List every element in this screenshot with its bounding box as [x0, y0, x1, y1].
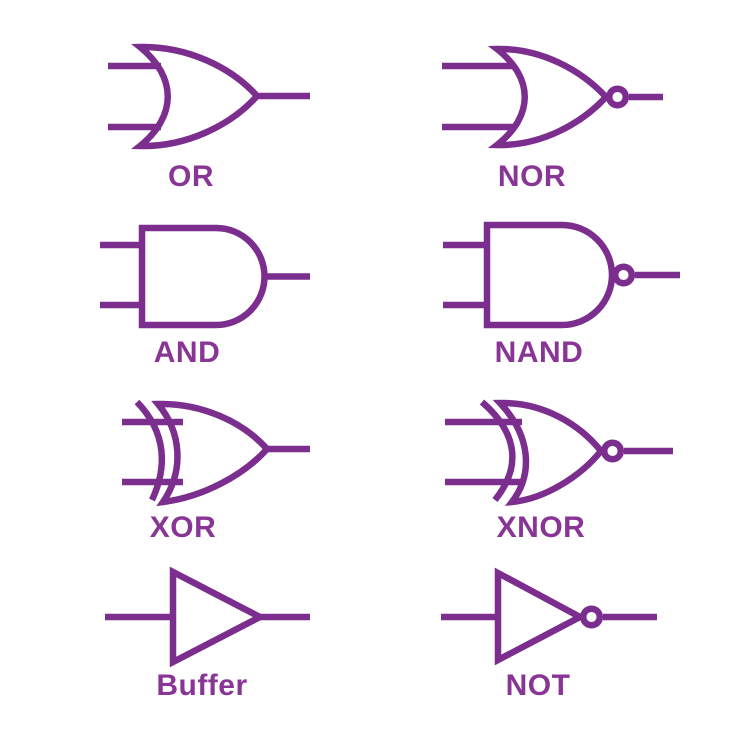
gate-label-nand: NAND [494, 336, 584, 369]
gate-label-xor: XOR [149, 511, 217, 544]
nor-inversion-bubble [605, 85, 630, 109]
and-body [138, 224, 268, 329]
nor-body [487, 45, 611, 149]
xor-extra-arc [134, 399, 165, 502]
buffer-gate-icon [105, 566, 310, 668]
not-inversion-bubble [579, 605, 604, 629]
gate-label-nor: NOR [497, 160, 567, 193]
and-input-lines [100, 241, 142, 309]
xor-gate-icon [122, 399, 310, 507]
and-gate-icon [100, 224, 310, 329]
gate-label-or: OR [168, 160, 214, 193]
buffer-body [169, 566, 268, 668]
xor-body [151, 400, 272, 507]
or-gate-icon [108, 43, 310, 150]
gate-label-buffer: Buffer [156, 669, 248, 702]
xnor-inversion-bubble [600, 439, 625, 463]
xnor-body [492, 399, 606, 506]
xnor-extra-arc [479, 399, 516, 503]
or-body [131, 43, 262, 150]
gate-label-xnor: XNOR [496, 511, 586, 544]
nand-inversion-bubble [611, 263, 636, 287]
nand-gate-icon [443, 221, 680, 329]
gate-label-and: AND [153, 336, 221, 369]
not-body [494, 567, 587, 666]
nand-input-lines [443, 241, 487, 309]
nand-body [483, 221, 616, 329]
xnor-gate-icon [445, 399, 673, 506]
not-gate-icon [441, 567, 657, 666]
or-input-lines [108, 62, 161, 131]
nor-gate-icon [442, 45, 663, 149]
nor-input-lines [442, 62, 514, 131]
gate-label-not: NOT [505, 669, 571, 702]
